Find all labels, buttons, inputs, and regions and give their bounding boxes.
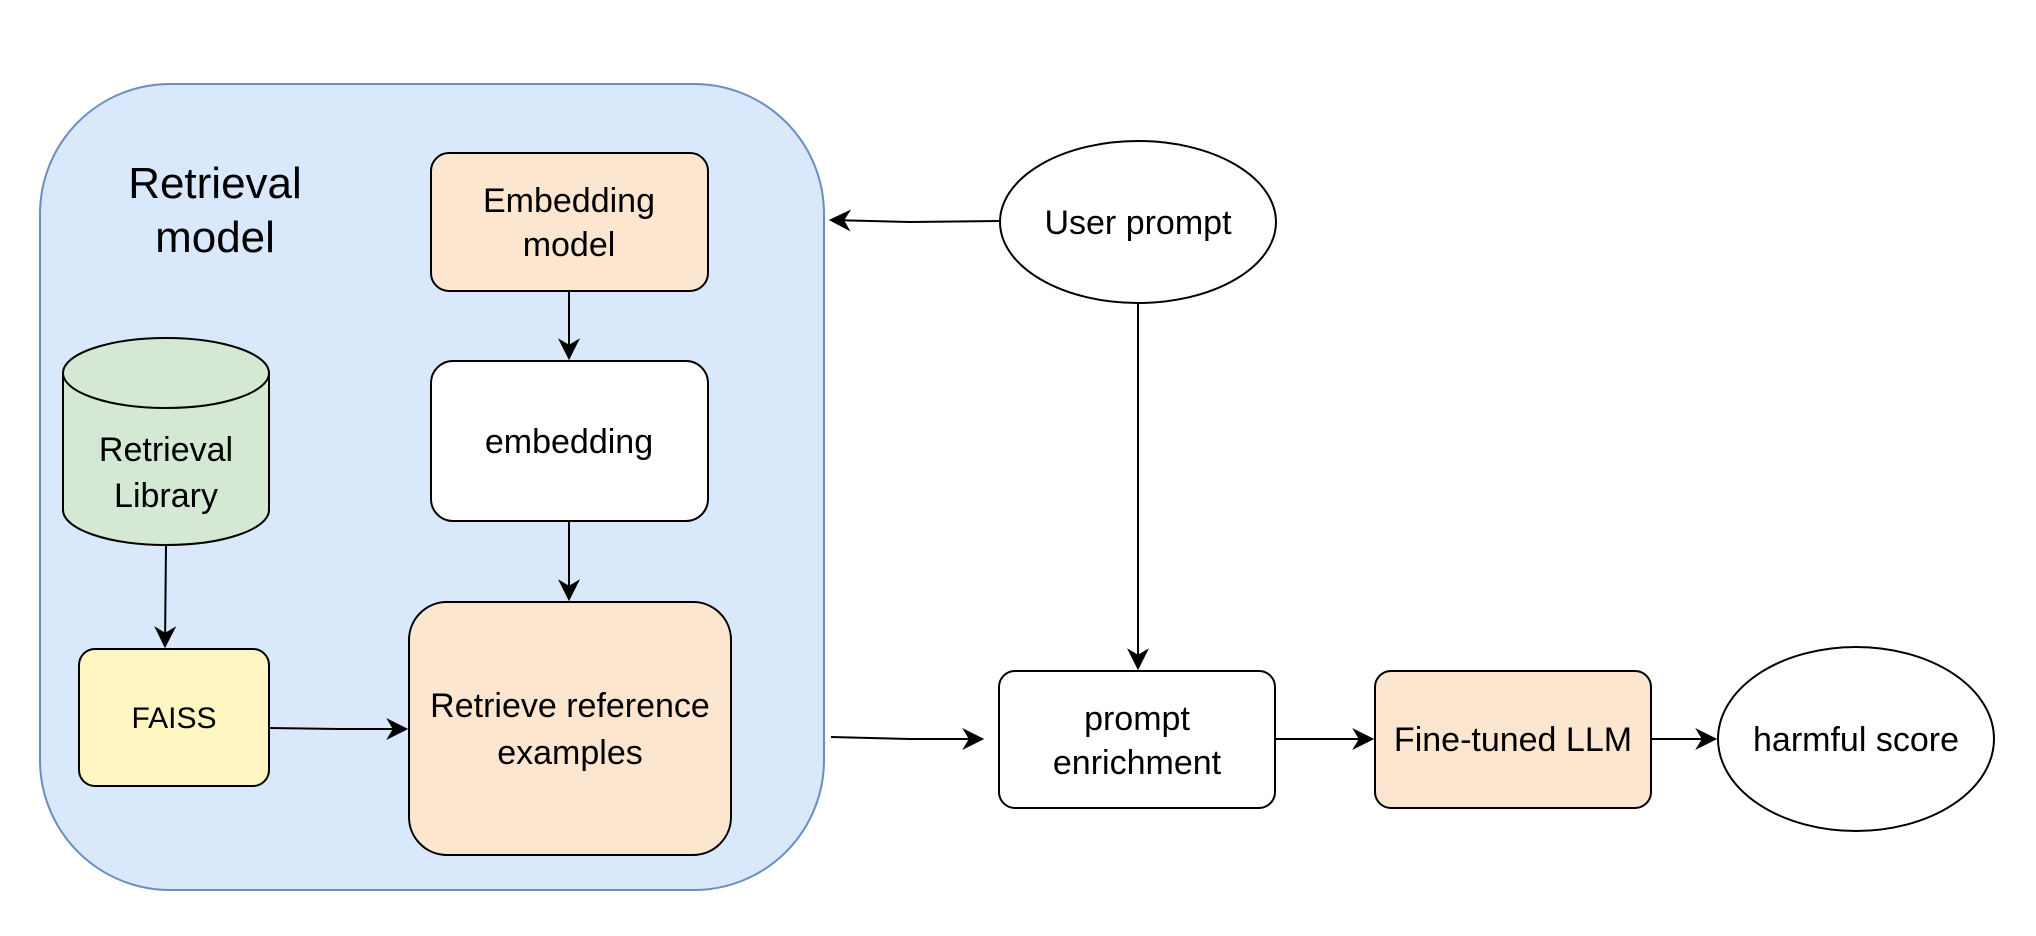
harmful-score-ellipse bbox=[1717, 646, 1995, 832]
retrieval-library-cylinder bbox=[62, 373, 270, 546]
edge-faiss-to-retrieve bbox=[268, 718, 409, 740]
harmful-score-label: harmful score bbox=[1753, 721, 1959, 759]
embedding-model-label: Embedding bbox=[483, 182, 655, 220]
node-fine-tuned-llm: Fine-tuned LLM bbox=[1374, 670, 1652, 809]
faiss-label: FAISS bbox=[131, 702, 216, 735]
node-embedding-model: Embedding model bbox=[430, 152, 709, 292]
retrieve-reference-label-line2: examples bbox=[497, 734, 643, 772]
retrieval-model-title-line2: model bbox=[155, 213, 275, 262]
node-user-prompt: User prompt bbox=[999, 140, 1277, 304]
retrieve-reference-box bbox=[408, 601, 732, 856]
node-retrieval-library: Retrieval Library bbox=[62, 337, 270, 546]
edge-library-to-faiss bbox=[154, 544, 177, 649]
node-retrieve-reference-examples: Retrieve reference examples bbox=[408, 601, 732, 856]
edge-user-prompt-to-retrieval-model bbox=[828, 209, 1001, 232]
node-faiss: FAISS bbox=[78, 648, 270, 787]
retrieval-model-title: Retrieval bbox=[128, 159, 302, 208]
retrieval-library-label: Retrieval bbox=[99, 431, 233, 469]
node-prompt-enrichment: prompt enrichment bbox=[998, 670, 1276, 809]
user-prompt-label: User prompt bbox=[1044, 204, 1232, 242]
retrieve-reference-label: Retrieve reference bbox=[430, 687, 710, 725]
prompt-enrichment-label: prompt bbox=[1084, 700, 1190, 738]
embedding-model-label-line2: model bbox=[523, 226, 616, 264]
embedding-label: embedding bbox=[485, 423, 653, 461]
embedding-model-box bbox=[430, 152, 709, 292]
node-harmful-score: harmful score bbox=[1717, 646, 1995, 832]
faiss-box bbox=[78, 648, 270, 787]
node-embedding: embedding bbox=[430, 360, 709, 522]
edges bbox=[154, 209, 1718, 750]
retrieval-library-cylinder-top bbox=[62, 337, 270, 409]
retrieval-library-label-line2: Library bbox=[114, 477, 218, 515]
edge-retrieval-model-to-prompt-enrichment bbox=[830, 728, 985, 750]
fine-tuned-llm-label: Fine-tuned LLM bbox=[1394, 721, 1632, 759]
prompt-enrichment-box bbox=[998, 670, 1276, 809]
prompt-enrichment-label-line2: enrichment bbox=[1053, 744, 1222, 782]
